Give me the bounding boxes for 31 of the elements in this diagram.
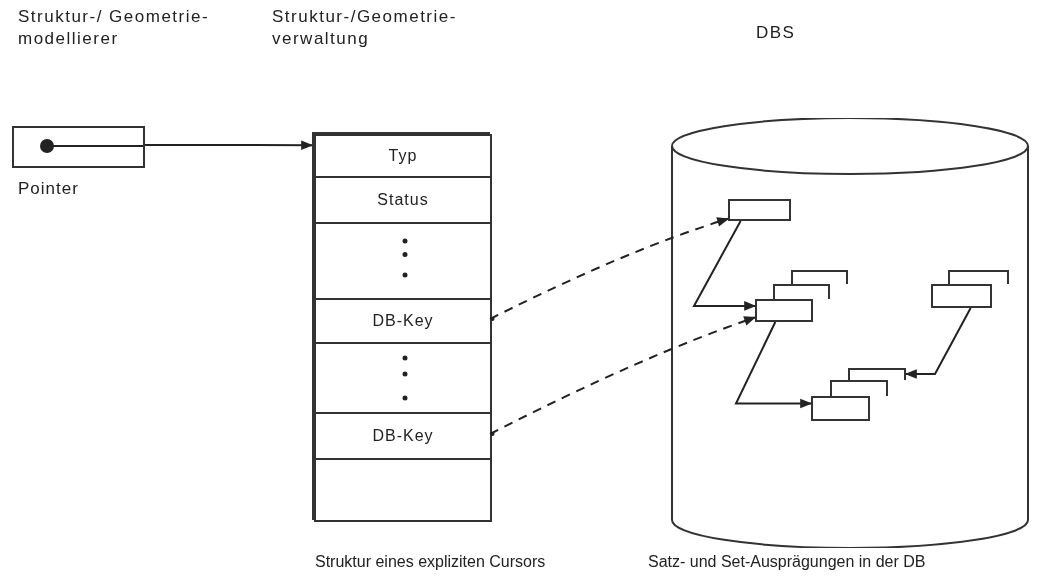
cursor-field: Typ <box>314 134 492 178</box>
record-box <box>848 368 906 380</box>
column-heading: Struktur-/Geometrie- verwaltung <box>272 6 458 50</box>
cursor-field: DB-Key <box>314 298 492 344</box>
record-box <box>811 396 870 421</box>
column-heading: Struktur-/ Geometrie- modellierer <box>18 6 211 50</box>
node-label: Struktur eines expliziten Cursors <box>315 553 547 570</box>
arrow <box>489 217 730 321</box>
arrow <box>489 316 757 436</box>
record-box <box>728 199 791 221</box>
record-box <box>931 284 992 308</box>
cursor-structure <box>312 132 490 520</box>
cursor-field <box>314 458 492 522</box>
cursor-field: DB-Key <box>314 412 492 460</box>
cursor-field <box>314 342 492 414</box>
record-box <box>830 380 888 396</box>
arrow <box>692 220 757 311</box>
database-cylinder <box>670 118 1030 548</box>
cursor-field <box>314 222 492 300</box>
node-label: Satz- und Set-Ausprägungen in der DB <box>648 553 927 570</box>
cursor-field: Status <box>314 176 492 224</box>
node-label: Pointer <box>18 180 80 197</box>
column-heading: DBS <box>756 22 797 44</box>
arrow <box>144 140 314 150</box>
arrow <box>734 321 813 409</box>
record-box <box>773 284 830 299</box>
record-box <box>948 270 1009 284</box>
record-box <box>791 270 848 284</box>
pointer-box <box>12 126 145 168</box>
record-box <box>755 299 813 322</box>
arrow <box>904 307 972 379</box>
